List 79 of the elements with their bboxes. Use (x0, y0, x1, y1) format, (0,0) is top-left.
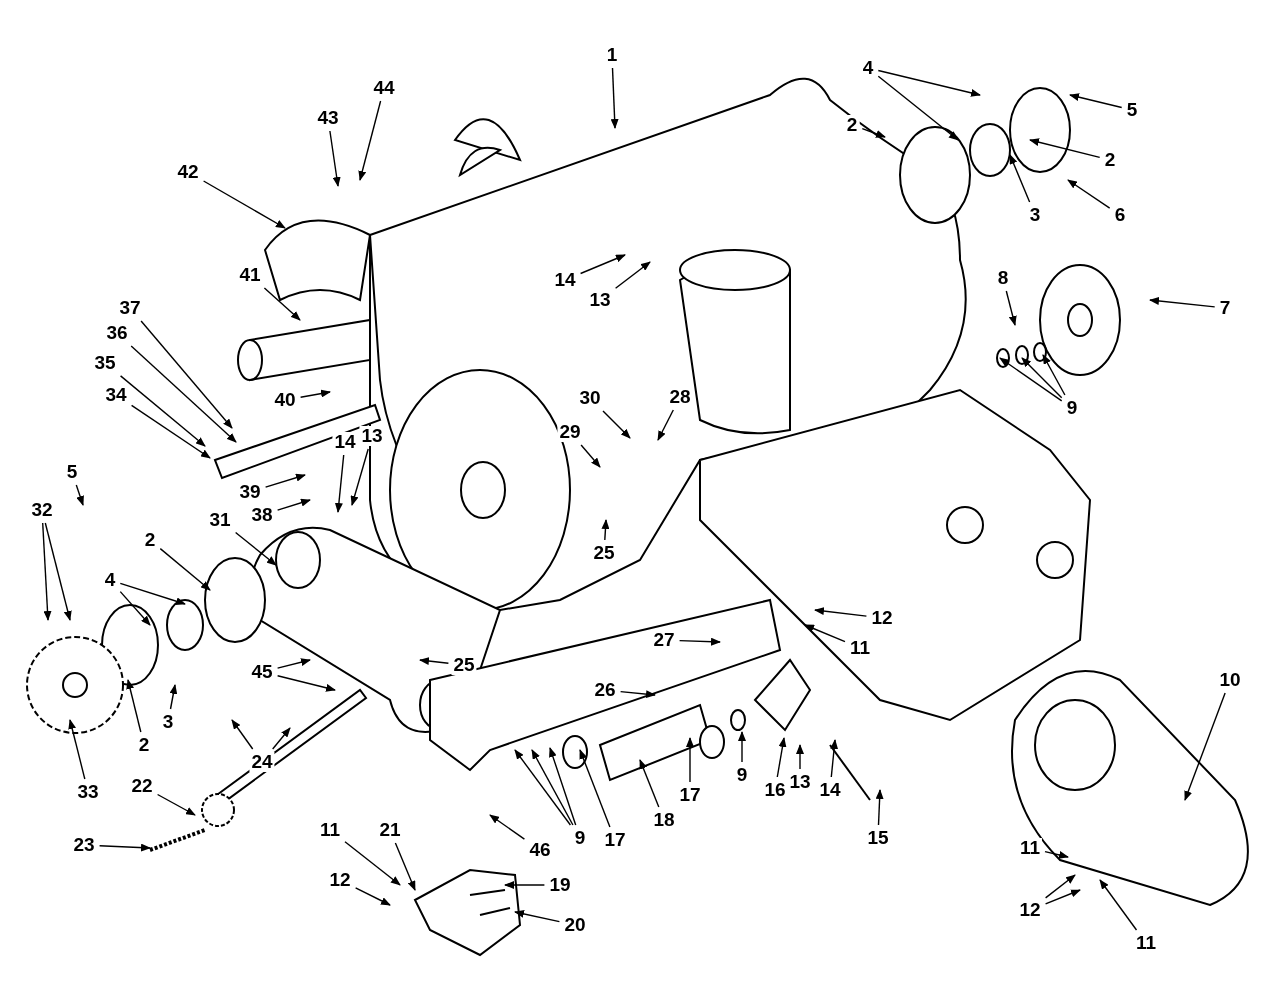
leader-line (419, 657, 450, 665)
leader-line (514, 910, 561, 923)
leader-line (276, 498, 311, 511)
leader-line (877, 75, 959, 141)
leader-line (1029, 138, 1101, 159)
leader-line (875, 789, 884, 826)
leader-line (272, 727, 291, 750)
leader-line (1067, 179, 1111, 209)
leader-line (98, 843, 151, 852)
leader-line (1184, 692, 1226, 801)
leader-line (119, 590, 151, 626)
leader-line (75, 484, 84, 506)
leader-line (156, 793, 196, 816)
leader-line (830, 739, 839, 778)
leader-line (234, 531, 277, 566)
leader-line (1021, 357, 1063, 399)
leader-line (350, 448, 369, 506)
leader-line (169, 684, 178, 710)
callout-number: 29 (557, 422, 583, 442)
leader-line (263, 287, 301, 321)
callout-number: 13 (359, 426, 385, 446)
leader-line (126, 679, 142, 733)
leader-line (877, 69, 981, 97)
leader-line (602, 410, 631, 439)
leader-line (140, 320, 233, 429)
callout-number: 24 (249, 752, 275, 772)
leader-line (601, 519, 610, 541)
leader-line (796, 744, 804, 770)
leader-line (549, 747, 577, 826)
leader-line (354, 887, 391, 906)
leader-line (159, 547, 211, 591)
leader-line (299, 389, 331, 398)
leader-line (579, 749, 611, 828)
leader-line (231, 719, 254, 750)
leader-line (42, 522, 52, 621)
leader-line (276, 658, 311, 669)
leader-line (1044, 889, 1081, 905)
leader-line (1044, 874, 1076, 899)
leader-line (861, 128, 886, 138)
leader-line (678, 637, 721, 646)
leader-line (276, 675, 336, 692)
leader-line (344, 841, 401, 886)
leader-line (804, 624, 846, 643)
leader-line (1009, 154, 1031, 203)
leader-line (619, 690, 656, 699)
leader-line (264, 473, 306, 488)
callout-number: 25 (451, 655, 477, 675)
leader-line (686, 737, 694, 783)
leader-line (738, 731, 746, 763)
leader-line (358, 100, 382, 181)
leader-line (329, 130, 341, 187)
leader-line (202, 180, 286, 229)
leader-line (1044, 850, 1069, 859)
leader-line (130, 404, 211, 459)
leader-line (130, 345, 237, 443)
leader-line (579, 254, 626, 275)
leader-line (580, 444, 601, 468)
leader-line (657, 409, 674, 441)
leader-line (1005, 290, 1017, 326)
leader-line (1042, 354, 1066, 396)
leader-line (531, 749, 574, 826)
leader-line (639, 759, 660, 808)
leader-line (610, 67, 619, 129)
leader-line (814, 607, 868, 617)
leader-line (44, 522, 72, 621)
leader-line (394, 842, 416, 891)
leader-line (119, 582, 186, 606)
leader-line (514, 749, 572, 826)
leader-line (1099, 879, 1138, 931)
leader-line (489, 814, 526, 840)
leader-line (1069, 93, 1123, 109)
leader-line (776, 737, 787, 778)
leader-line (999, 357, 1063, 402)
leader-line (119, 375, 206, 447)
leader-line (614, 261, 651, 289)
leader-line (334, 454, 345, 513)
leader-line (1149, 297, 1216, 308)
leader-line (68, 719, 86, 780)
leader-line (504, 881, 546, 889)
